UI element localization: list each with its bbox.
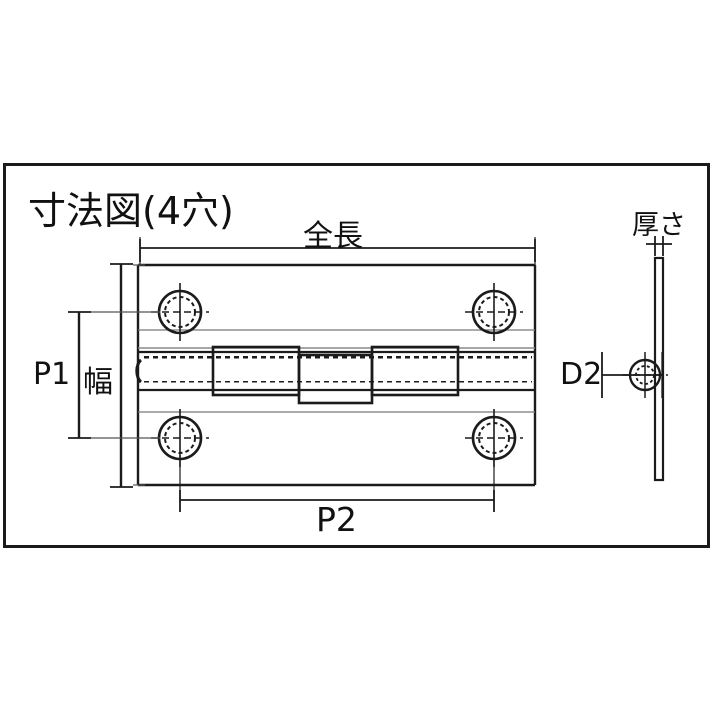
dimension-extension-lines [91,264,160,486]
dimension-label-width: 幅 [83,365,113,400]
side-view-group [601,236,672,482]
side-plate-outline [653,256,665,482]
dimension-thickness [646,236,672,256]
screw-hole-top-right [465,283,523,341]
hinge-plate-outline [136,263,537,487]
hinge-knuckle-band [135,345,535,405]
screw-hole-top-left [151,283,209,341]
dimension-label-thickness: 厚さ [632,210,686,241]
dimension-label-p1: P1 [33,357,71,392]
dimension-width [110,263,133,488]
dimension-label-p2: P2 [316,500,357,539]
dimension-overall-length [139,237,536,265]
knuckle-hidden-lines [142,356,532,385]
page-title: 寸法図(4穴) [28,189,234,233]
dimension-p1 [68,311,91,439]
front-view-group [68,237,537,512]
dimension-label-overall-length: 全長 [303,219,363,254]
plate-centerlines [138,329,535,413]
dimension-p2 [179,455,495,512]
dimension-label-d2: D2 [560,357,603,392]
knuckle-segments [211,345,460,405]
screw-hole-group [151,283,523,467]
dimension-d2 [601,352,663,398]
